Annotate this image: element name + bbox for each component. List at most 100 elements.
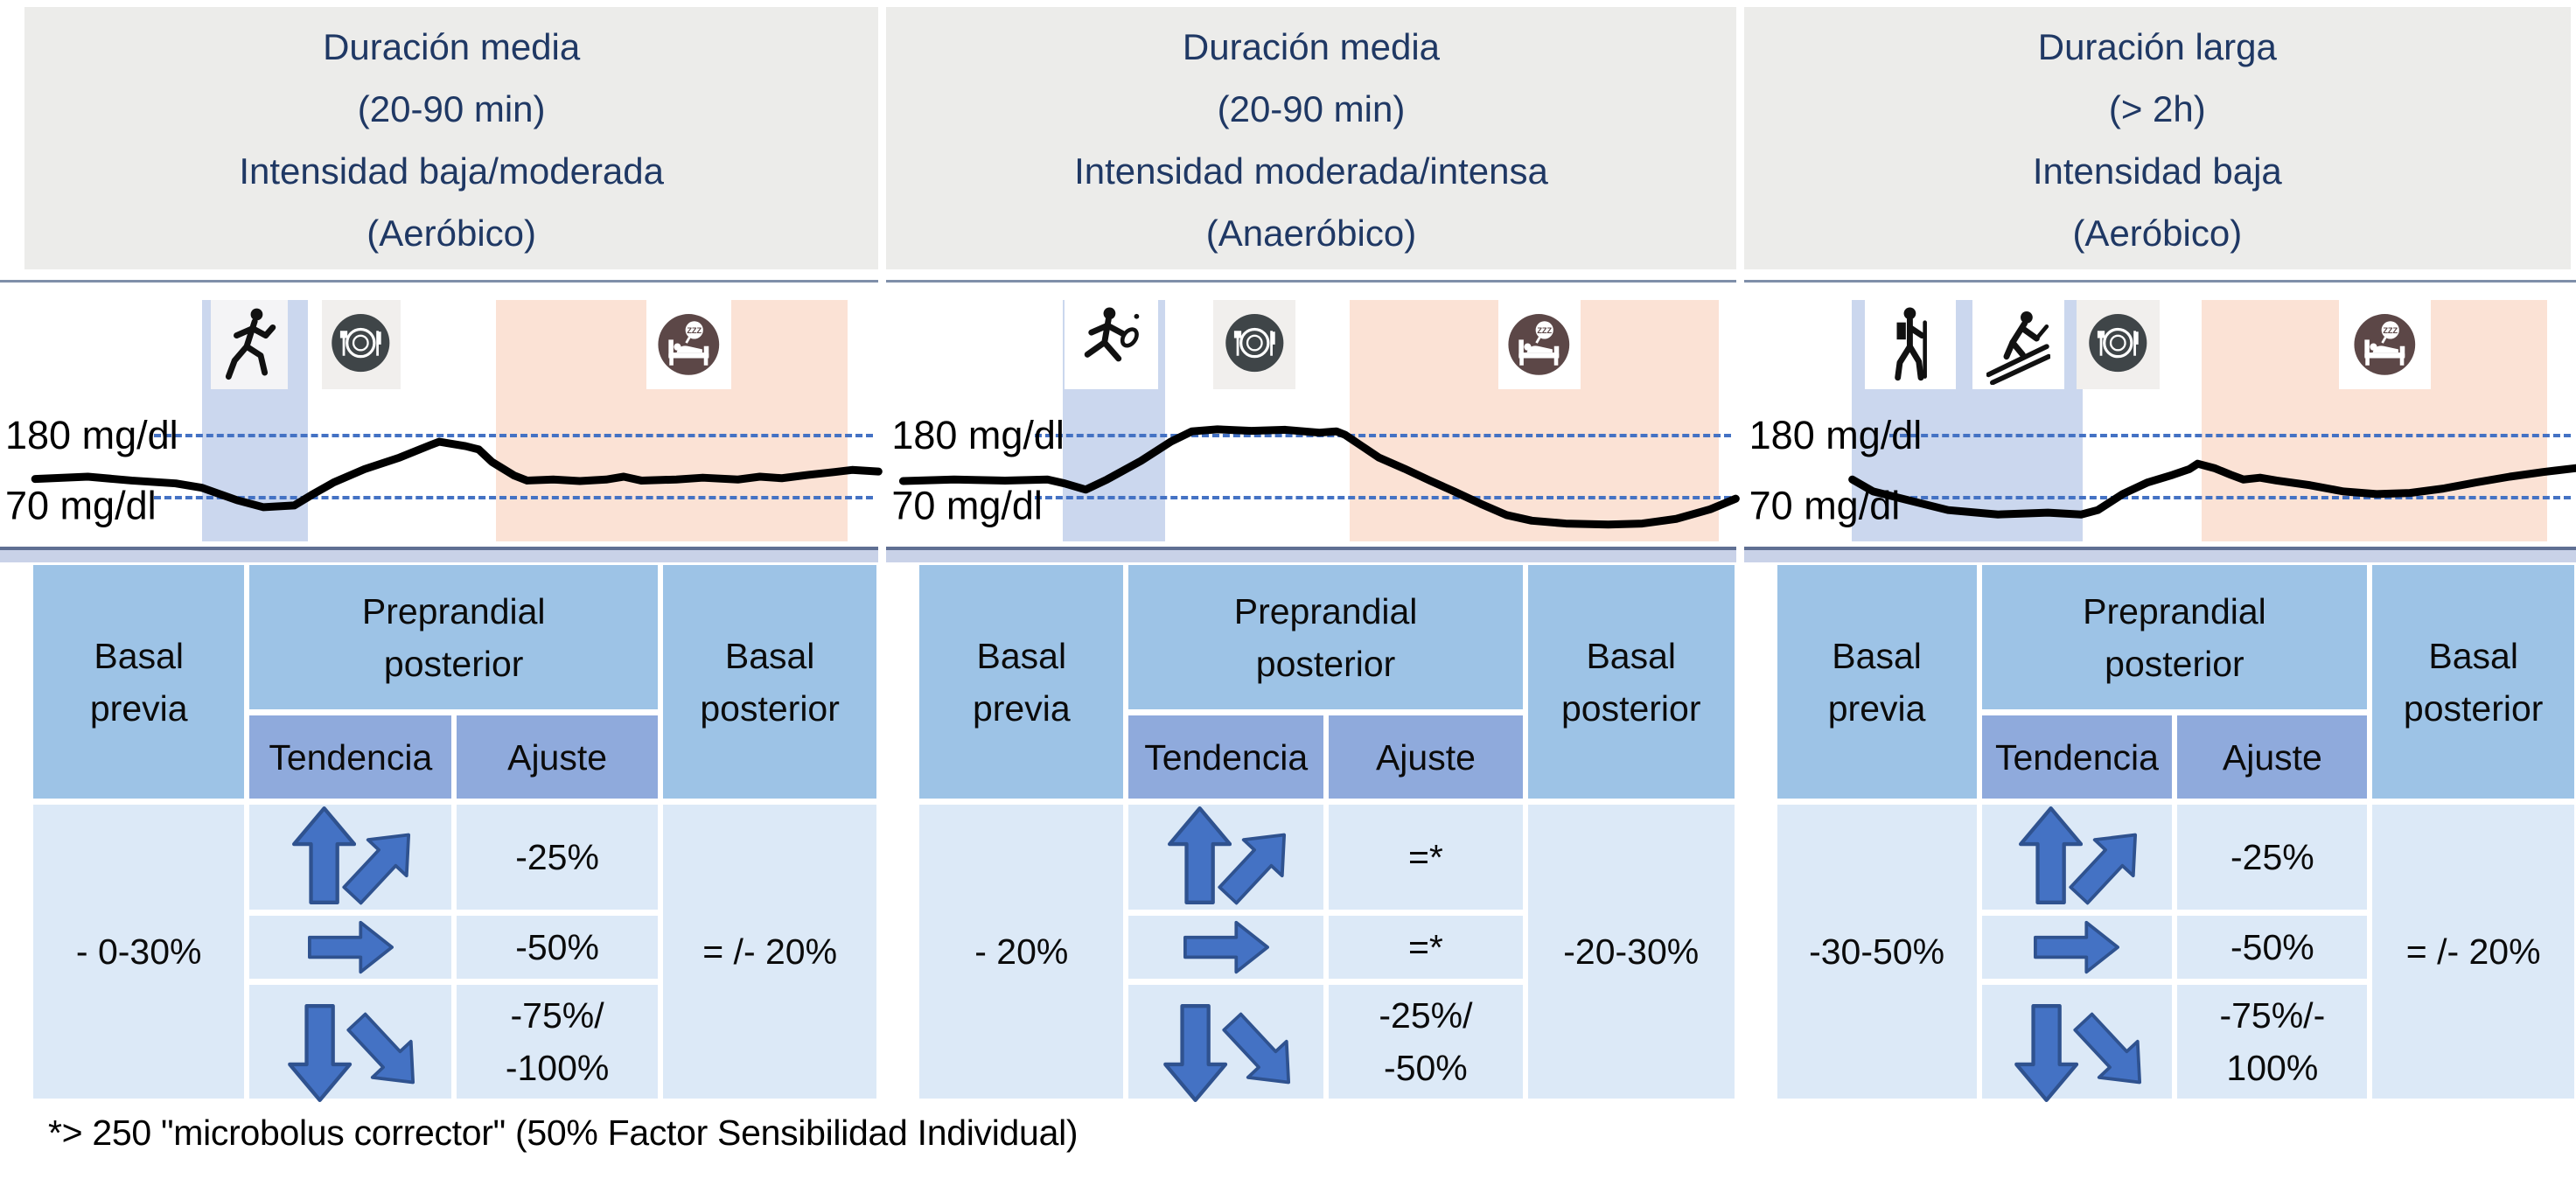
basal-posterior-header: Basal posterior <box>662 565 877 799</box>
preprandial-header: Preprandial posterior <box>1128 565 1523 709</box>
adjustment-table: Basal previa Preprandial posterior Tende… <box>33 565 877 1102</box>
header-line: (Aeróbico) <box>2072 213 2243 254</box>
basal-previa-value: -30-50% <box>1777 805 1977 1099</box>
trend-steady-cell <box>1981 916 2173 979</box>
trend-rising-cell <box>1128 805 1324 910</box>
three-column-layout: Duración media (20-90 min) Intensidad ba… <box>0 0 2576 1102</box>
sleep-icon: ZZZ <box>2338 300 2431 389</box>
ajuste-header: Ajuste <box>1329 715 1523 799</box>
ref-line-180 <box>1035 433 1731 437</box>
header-line: Duración media <box>323 26 581 67</box>
ajuste-value: -75%/ -100% <box>457 985 658 1099</box>
trend-steady-cell <box>249 916 452 979</box>
sleep-icon: ZZZ <box>1497 300 1581 389</box>
glucose-chart: 180 mg/dl 70 mg/dl ZZZ <box>0 283 878 541</box>
panel-aerobico-medio: Duración media (20-90 min) Intensidad ba… <box>0 0 879 1102</box>
glucose-curve <box>886 283 1735 541</box>
ref-line-180 <box>153 433 874 437</box>
tendencia-header: Tendencia <box>1981 715 2173 799</box>
panel-aerobico-largo: Duración larga (> 2h) Intensidad baja (A… <box>1743 0 2576 1102</box>
glucose-chart: 180 mg/dl 70 mg/dl ZZZ <box>886 283 1735 541</box>
adjustment-table: Basal previa Preprandial posterior Tende… <box>1777 565 2574 1102</box>
header-line: (> 2h) <box>2108 88 2206 129</box>
tendencia-header: Tendencia <box>1128 715 1324 799</box>
header-line: Intensidad moderada/intensa <box>1074 150 1548 192</box>
header-line: Intensidad baja/moderada <box>239 150 664 192</box>
sleep-icon: ZZZ <box>646 300 731 389</box>
svg-text:ZZZ: ZZZ <box>2383 326 2398 335</box>
label-70-mgdl: 70 mg/dl <box>1749 483 1901 528</box>
arrow-down-icon <box>1163 1004 1291 1102</box>
label-70-mgdl: 70 mg/dl <box>5 483 157 528</box>
skier-icon <box>1972 300 2064 389</box>
basal-posterior-header: Basal posterior <box>1527 565 1735 799</box>
trend-steady-cell <box>1128 916 1324 979</box>
basal-previa-header: Basal previa <box>33 565 245 799</box>
label-180-mgdl: 180 mg/dl <box>891 412 1065 457</box>
label-70-mgdl: 70 mg/dl <box>891 483 1043 528</box>
meal-icon <box>321 300 401 389</box>
ajuste-header: Ajuste <box>2177 715 2368 799</box>
ref-line-180 <box>1889 433 2572 437</box>
section-divider <box>886 547 1736 562</box>
header-divider <box>0 280 879 283</box>
trend-rising-cell <box>249 805 452 910</box>
runner-icon <box>211 300 289 389</box>
preprandial-header: Preprandial posterior <box>1981 565 2368 709</box>
ajuste-value: -25%/ -50% <box>1329 985 1523 1099</box>
svg-text:ZZZ: ZZZ <box>1538 326 1553 335</box>
tennis-player-icon <box>1065 300 1159 389</box>
trend-rising-cell <box>1981 805 2173 910</box>
preprandial-header: Preprandial posterior <box>249 565 658 709</box>
hiker-icon <box>1864 300 1957 389</box>
glucose-chart: 180 mg/dl 70 mg/dl ZZZ <box>1744 283 2576 541</box>
header-divider <box>1743 280 2576 283</box>
ajuste-value: =* <box>1329 916 1523 979</box>
glucose-curve <box>0 283 878 541</box>
ref-line-70 <box>153 495 874 499</box>
basal-previa-value: - 20% <box>919 805 1124 1099</box>
header-line: (Aeróbico) <box>367 213 537 254</box>
meal-icon <box>1213 300 1296 389</box>
trend-falling-cell <box>1981 985 2173 1102</box>
header-line: (20-90 min) <box>1217 88 1406 129</box>
panel-header: Duración media (20-90 min) Intensidad mo… <box>886 7 1736 269</box>
ajuste-value: =* <box>1329 805 1523 910</box>
arrow-down-icon <box>2014 1004 2142 1102</box>
arrow-up-icon <box>1168 806 1287 908</box>
ref-line-70 <box>1035 495 1731 499</box>
arrow-right-icon <box>1183 919 1269 975</box>
basal-posterior-header: Basal posterior <box>2372 565 2574 799</box>
header-line: (20-90 min) <box>357 88 546 129</box>
basal-previa-header: Basal previa <box>919 565 1124 799</box>
arrow-up-icon <box>2018 806 2138 908</box>
basal-previa-header: Basal previa <box>1777 565 1977 799</box>
basal-posterior-value: = /- 20% <box>2372 805 2574 1099</box>
trend-falling-cell <box>249 985 452 1102</box>
glucose-curve <box>1744 283 2576 541</box>
header-divider <box>886 280 1736 283</box>
panel-header: Duración larga (> 2h) Intensidad baja (A… <box>1743 7 2571 269</box>
arrow-down-icon <box>288 1004 415 1102</box>
ajuste-value: -75%/- 100% <box>2177 985 2368 1099</box>
ajuste-value: -50% <box>2177 916 2368 979</box>
header-line: Duración media <box>1182 26 1441 67</box>
header-line: Duración larga <box>2037 26 2277 67</box>
section-divider <box>1743 547 2576 562</box>
header-line: Intensidad baja <box>2032 150 2282 192</box>
panel-anaerobico: Duración media (20-90 min) Intensidad mo… <box>886 0 1736 1102</box>
label-180-mgdl: 180 mg/dl <box>1749 412 1923 457</box>
header-line: (Anaeróbico) <box>1205 213 1417 254</box>
arrow-right-icon <box>307 919 394 975</box>
label-180-mgdl: 180 mg/dl <box>5 412 178 457</box>
basal-posterior-value: -20-30% <box>1527 805 1735 1099</box>
ref-line-70 <box>1889 495 2572 499</box>
trend-falling-cell <box>1128 985 1324 1102</box>
ajuste-value: -25% <box>457 805 658 910</box>
ajuste-value: -25% <box>2177 805 2368 910</box>
ajuste-value: -50% <box>457 916 658 979</box>
basal-posterior-value: = /- 20% <box>662 805 877 1099</box>
arrow-up-icon <box>292 806 411 908</box>
adjustment-table: Basal previa Preprandial posterior Tende… <box>919 565 1735 1102</box>
